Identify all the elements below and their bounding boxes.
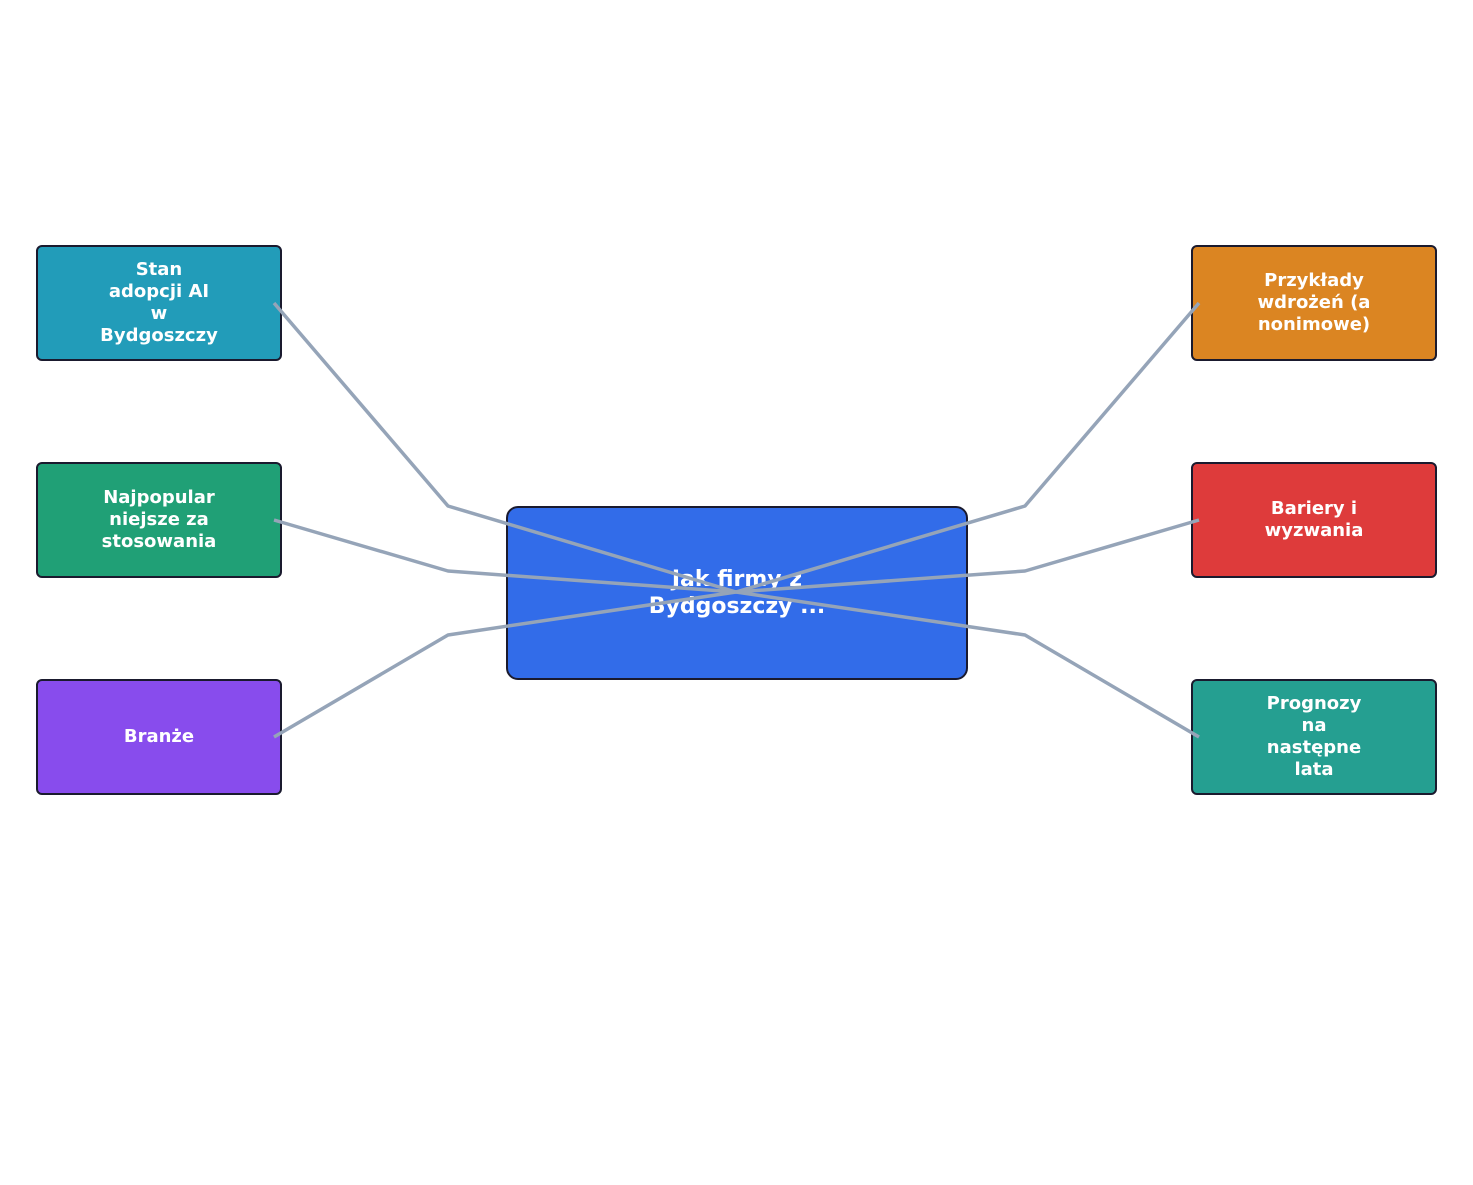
node-label: Branże [123,726,195,747]
node-label: Prognozy na następne lata [1266,693,1362,780]
node-label: Stan adopcji AI w Bydgoszczy [100,259,218,346]
node-label: Przykłady wdrożeń (a nonimowe) [1257,270,1371,335]
node-branze: Branże [36,679,282,795]
edge-branze [273,590,737,739]
edge-stan [272,301,737,594]
edge-prognozy [735,590,1200,739]
node-label: Najpopular niejsze za stosowania [101,487,217,552]
node-przyklady-wdrozen: Przykłady wdrożeń (a nonimowe) [1191,245,1437,361]
node-bariery-wyzwania: Bariery i wyzwania [1191,462,1437,578]
node-prognozy: Prognozy na następne lata [1191,679,1437,795]
node-najpopularniejsze-zastosowania: Najpopular niejsze za stosowania [36,462,282,578]
edge-bariery [735,518,1200,594]
edge-najpopular [273,518,737,594]
edge-przyklady [735,301,1201,594]
node-stan-adopcji: Stan adopcji AI w Bydgoszczy [36,245,282,361]
node-label: Bariery i wyzwania [1264,498,1364,541]
